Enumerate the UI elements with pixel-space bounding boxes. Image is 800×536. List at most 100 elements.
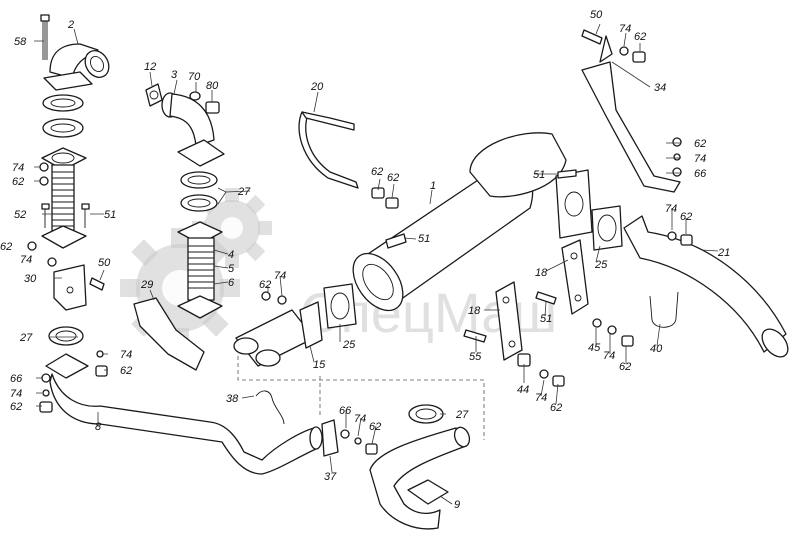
bolt-52 — [41, 203, 50, 228]
gasket-25-left — [323, 283, 357, 329]
exhaust-pipe-8 — [49, 373, 323, 475]
gasket-12 — [145, 83, 163, 107]
washer-74-top — [619, 46, 629, 56]
nut-washer-pair-74-62 — [667, 231, 693, 246]
mounting-strap-20 — [298, 111, 359, 189]
nut-washer-set-44 — [539, 369, 565, 387]
callout-30: 30 — [24, 273, 37, 285]
bracket-30 — [53, 264, 87, 311]
callout-62-bracket37: 62 — [369, 421, 381, 433]
callout-15: 15 — [313, 359, 326, 371]
bolt-51-muffler-top — [557, 169, 577, 179]
elbow-pipe-9 — [369, 426, 471, 530]
callout-51-muffler-top: 51 — [533, 169, 545, 181]
callout-44: 44 — [517, 384, 529, 396]
nut-washer-pair-62-74 — [261, 291, 287, 305]
bracket-37 — [321, 419, 339, 457]
callout-62-outlet: 62 — [259, 279, 271, 291]
callout-74-outlet: 74 — [274, 270, 286, 282]
callout-66-right: 66 — [694, 168, 707, 180]
callout-21: 21 — [717, 247, 730, 259]
bellows-corrugated-pipe-left — [51, 164, 75, 236]
callout-27-lower-left: 27 — [19, 332, 33, 344]
callout-51-bracket: 51 — [540, 313, 552, 325]
callout-37: 37 — [324, 471, 337, 483]
gasket-27-lower-left — [48, 326, 84, 346]
callout-25-right: 25 — [594, 259, 608, 271]
leader-lines — [34, 23, 719, 505]
gasket-25-right — [591, 205, 623, 251]
nut-80 — [205, 101, 220, 114]
callout-74-flange: 74 — [120, 349, 132, 361]
callout-74-right-a: 74 — [694, 153, 706, 165]
bracket-18-upper — [561, 239, 589, 315]
callout-51-left: 51 — [104, 209, 116, 221]
callout-40: 40 — [650, 343, 663, 355]
exhaust-pipe-21 — [623, 215, 789, 358]
bolt-50-top — [581, 29, 603, 45]
callout-1: 1 — [430, 180, 436, 192]
nut-pair-62-strap — [371, 187, 399, 209]
nut-washer-stack-right — [672, 137, 682, 177]
callout-62-top: 62 — [634, 31, 646, 43]
gasket-rings-middle — [180, 171, 218, 212]
callout-50-left: 50 — [98, 257, 111, 269]
callout-4: 4 — [228, 249, 234, 261]
bellows-flange-bottom — [41, 225, 87, 249]
gasket-27-bottom — [408, 404, 444, 424]
callout-74-left: 74 — [12, 162, 24, 174]
elbow-pipe-2 — [43, 43, 110, 91]
callout-2: 2 — [67, 19, 74, 31]
callout-9: 9 — [454, 499, 460, 511]
callout-62-strap-a: 62 — [371, 166, 383, 178]
flange-pipe-8 — [45, 353, 89, 379]
callout-18-upper: 18 — [535, 267, 548, 279]
elbow-pipe-3 — [161, 92, 225, 167]
callout-29: 29 — [140, 279, 153, 291]
callout-62-u-bolt: 62 — [619, 361, 631, 373]
callout-62-left: 62 — [12, 176, 24, 188]
callout-18-lower: 18 — [468, 305, 481, 317]
nut-washer-set-66-74-62-mid — [340, 429, 378, 455]
gasket-rings-left — [42, 94, 84, 138]
dashed-grouping-line — [237, 356, 485, 440]
callout-80: 80 — [206, 80, 219, 92]
nut-washer-set-left — [27, 162, 57, 267]
callout-20: 20 — [310, 81, 324, 93]
callout-74-spacer: 74 — [535, 392, 547, 404]
nut-62-top — [632, 51, 646, 63]
bracket-29 — [133, 297, 205, 371]
bolt-51-muffler — [385, 233, 407, 249]
bolt-55 — [463, 329, 487, 343]
callout-55: 55 — [469, 351, 482, 363]
clamp-38 — [255, 390, 285, 425]
callout-34: 34 — [654, 82, 666, 94]
callout-52: 52 — [14, 209, 26, 221]
callout-38: 38 — [226, 393, 239, 405]
callout-27-bottom: 27 — [455, 409, 469, 421]
washer-70 — [189, 91, 201, 101]
callout-51-muffler: 51 — [418, 233, 430, 245]
callout-74-top: 74 — [619, 23, 631, 35]
callout-62-right-a: 62 — [694, 138, 706, 150]
callout-5: 5 — [228, 263, 235, 275]
callout-50-top: 50 — [590, 9, 603, 21]
callout-66-lower-left: 66 — [10, 373, 23, 385]
callout-45: 45 — [588, 342, 601, 354]
bolt-58 — [40, 14, 50, 60]
bracket-18-lower — [495, 281, 523, 361]
exhaust-outlet-15 — [233, 301, 323, 367]
callout-62-left-b: 62 — [0, 241, 12, 253]
callout-58: 58 — [14, 36, 27, 48]
nut-washer-set-45 — [592, 318, 634, 347]
callout-labels: 58 2 12 3 70 80 20 50 74 62 34 62 74 66 … — [0, 9, 730, 511]
callout-62-pipe21: 62 — [680, 211, 692, 223]
callout-27-middle: 27 — [237, 186, 251, 198]
callout-74-pipe21: 74 — [665, 203, 677, 215]
callout-62-strap-b: 62 — [387, 172, 399, 184]
u-bolt-40 — [649, 291, 679, 328]
nut-washer-set-66-74-62-left — [39, 350, 108, 413]
callout-66-bracket37: 66 — [339, 405, 352, 417]
bolt-51-left — [81, 203, 90, 228]
